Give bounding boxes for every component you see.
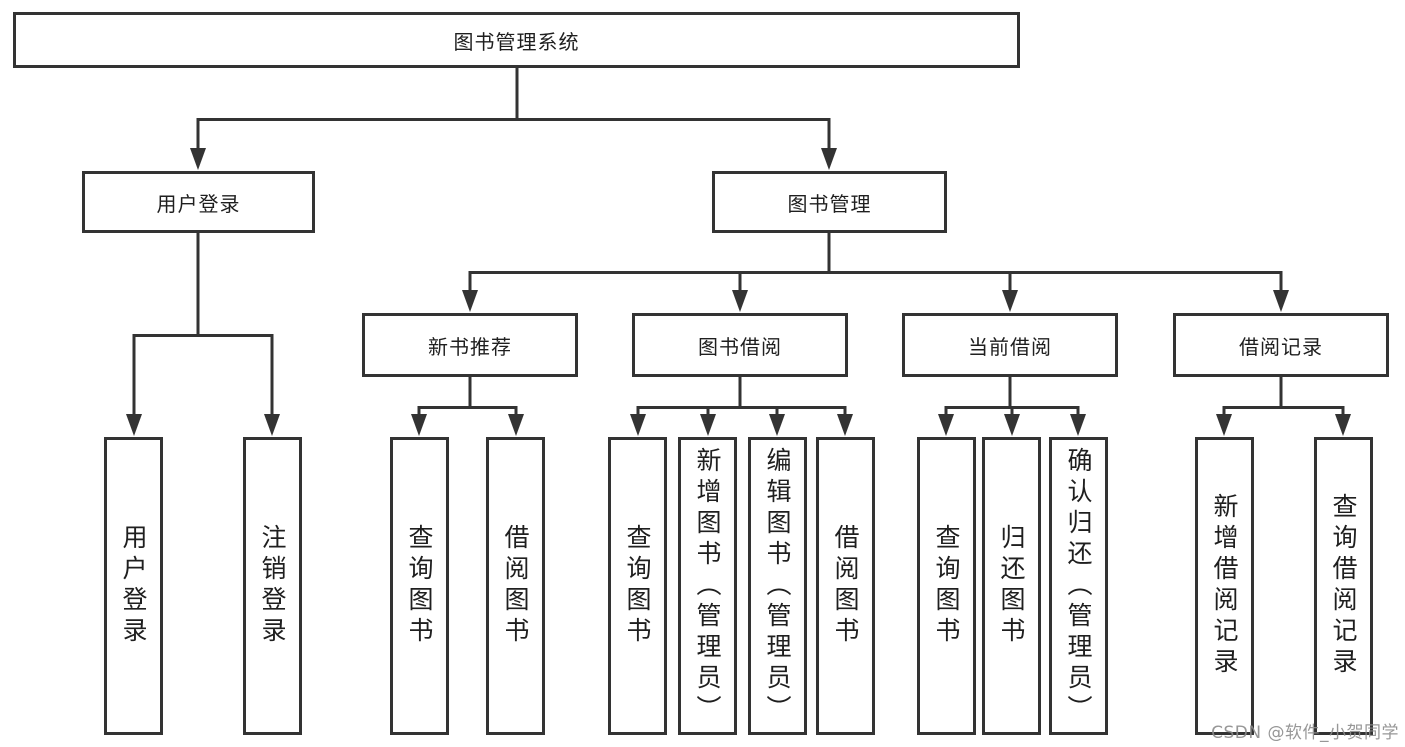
leaf-confirm-return-admin: 确认归还（管理员）: [1049, 437, 1108, 735]
leaf-borrow-book-recommend-label: 借阅图书: [501, 524, 530, 648]
arrowheads: [126, 148, 1351, 436]
node-new-book-recommend: 新书推荐: [362, 313, 578, 377]
node-user-login: 用户登录: [82, 171, 315, 233]
leaf-borrow-book-label: 借阅图书: [831, 524, 860, 648]
leaf-query-book-recommend-label: 查询图书: [405, 524, 434, 648]
node-book-borrow: 图书借阅: [632, 313, 848, 377]
leaf-logout: 注销登录: [243, 437, 302, 735]
leaf-add-borrow-record: 新增借阅记录: [1195, 437, 1254, 735]
leaf-edit-book-admin: 编辑图书（管理员）: [748, 437, 807, 735]
node-library-system-label: 图书管理系统: [453, 29, 580, 54]
leaf-query-book-recommend: 查询图书: [390, 437, 449, 735]
leaf-query-borrow-record: 查询借阅记录: [1314, 437, 1373, 735]
leaf-user-login-label: 用户登录: [119, 524, 148, 648]
leaf-query-book-borrow-label: 查询图书: [623, 524, 652, 648]
leaf-add-borrow-record-label: 新增借阅记录: [1210, 493, 1239, 679]
leaf-query-book-borrow: 查询图书: [608, 437, 667, 735]
leaf-query-book-current: 查询图书: [917, 437, 976, 735]
node-book-borrow-label: 图书借阅: [698, 334, 782, 359]
leaf-borrow-book-recommend: 借阅图书: [486, 437, 545, 735]
leaf-edit-book-admin-label: 编辑图书（管理员）: [763, 446, 792, 726]
leaf-confirm-return-admin-label: 确认归还（管理员）: [1064, 446, 1093, 726]
leaf-user-login: 用户登录: [104, 437, 163, 735]
leaf-return-book-label: 归还图书: [997, 524, 1026, 648]
leaf-add-book-admin-label: 新增图书（管理员）: [693, 446, 722, 726]
node-current-borrow-label: 当前借阅: [968, 334, 1052, 359]
leaf-query-borrow-record-label: 查询借阅记录: [1329, 493, 1358, 679]
node-borrow-records-label: 借阅记录: [1239, 334, 1323, 359]
leaf-return-book: 归还图书: [982, 437, 1041, 735]
node-user-login-label: 用户登录: [156, 191, 241, 216]
node-book-management-label: 图书管理: [787, 191, 872, 216]
leaf-borrow-book: 借阅图书: [816, 437, 875, 735]
leaf-logout-label: 注销登录: [258, 524, 287, 648]
node-new-book-recommend-label: 新书推荐: [428, 334, 512, 359]
node-library-system: 图书管理系统: [13, 12, 1020, 68]
leaf-query-book-current-label: 查询图书: [932, 524, 961, 648]
leaf-add-book-admin: 新增图书（管理员）: [678, 437, 737, 735]
node-borrow-records: 借阅记录: [1173, 313, 1389, 377]
node-current-borrow: 当前借阅: [902, 313, 1118, 377]
csdn-watermark: CSDN @软件_小贺同学: [1211, 723, 1399, 743]
node-book-management: 图书管理: [712, 171, 947, 233]
